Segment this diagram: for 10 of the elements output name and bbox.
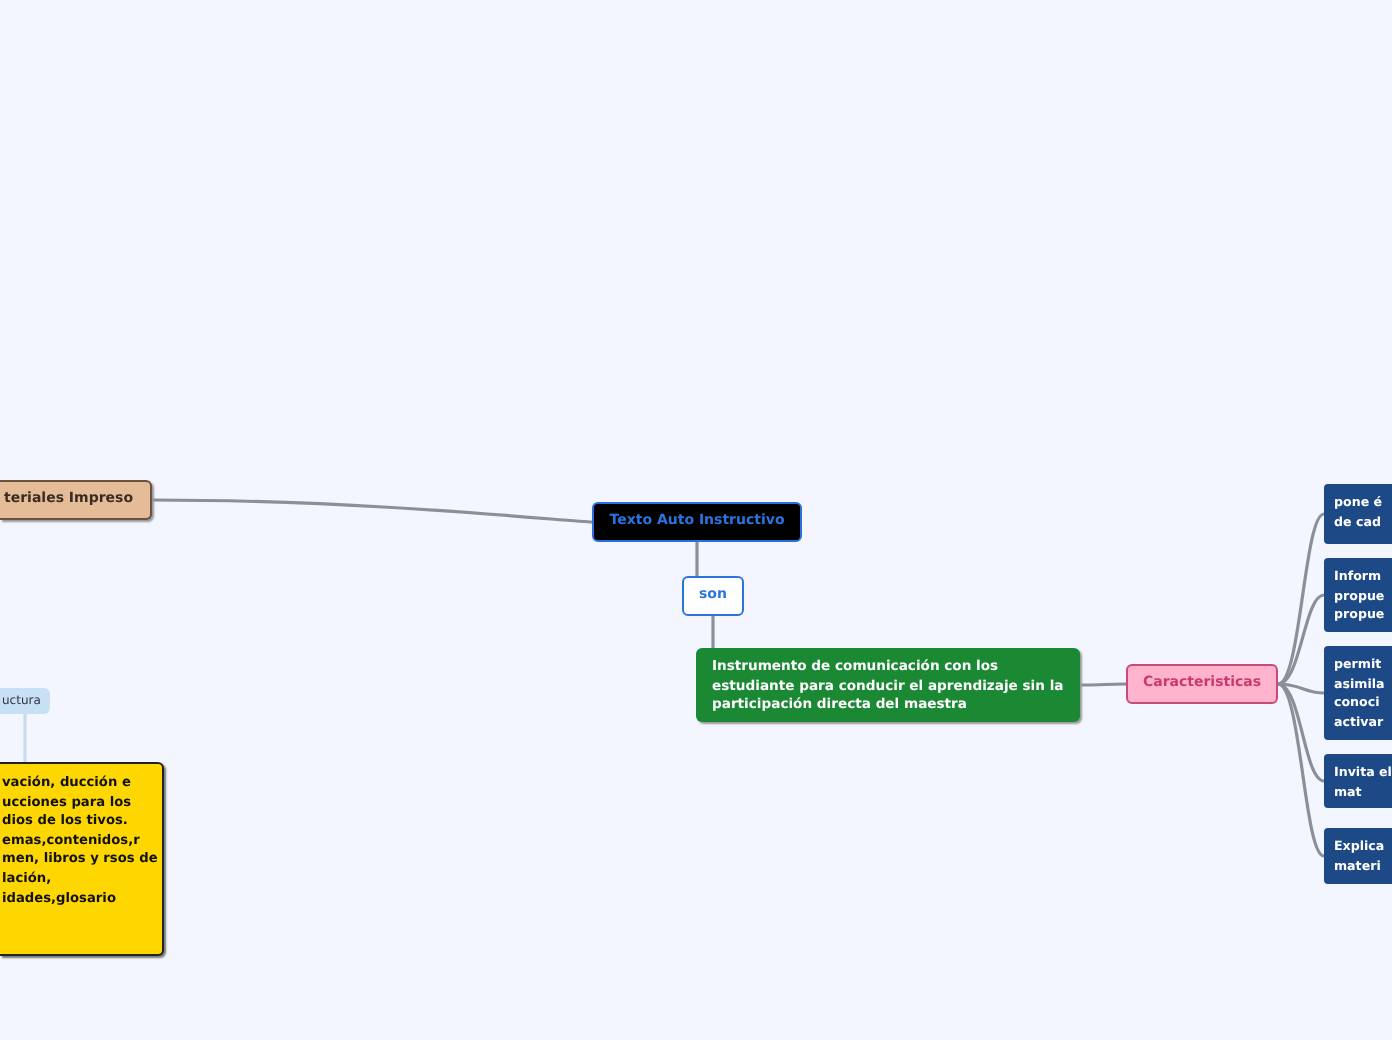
connector-line — [1277, 682, 1325, 858]
connector-line — [1277, 593, 1325, 686]
connector-line — [1277, 512, 1325, 686]
connector-line — [1080, 682, 1126, 687]
connector-line — [152, 498, 593, 524]
connector-line — [695, 542, 699, 576]
connector-line — [1277, 682, 1325, 695]
connector-line — [23, 714, 27, 762]
connector-line — [711, 616, 715, 648]
connector-line — [1277, 682, 1325, 783]
